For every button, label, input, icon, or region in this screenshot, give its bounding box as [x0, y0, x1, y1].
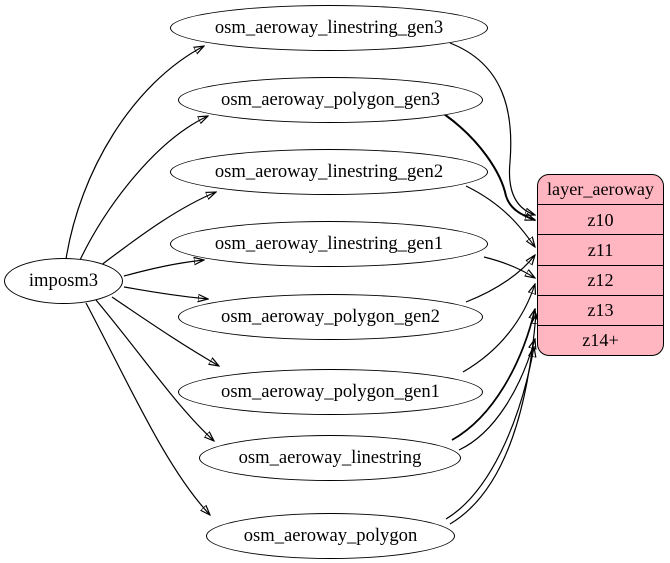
node-osm-aeroway-linestring-gen3: osm_aeroway_linestring_gen3 [170, 5, 488, 51]
edge-linestring-gen1-to-z12 [483, 256, 535, 278]
table-node-label: osm_aeroway_polygon_gen3 [221, 88, 440, 110]
node-osm-aeroway-linestring: osm_aeroway_linestring [199, 435, 461, 481]
edge-polygon-gen2-to-z11 [465, 255, 535, 303]
table-node-label: osm_aeroway_linestring [238, 446, 422, 468]
zoom-row-z14: z14+ [538, 324, 663, 355]
zoom-row-z11: z11 [538, 234, 663, 264]
layer-aeroway-title: layer_aeroway [546, 179, 655, 200]
node-layer-aeroway: layer_aeroway z10 z11 z12 z13 z14+ [537, 174, 664, 356]
edge-imposm3-to-polygon [85, 302, 210, 515]
table-node-label: osm_aeroway_linestring_gen3 [214, 16, 444, 38]
node-osm-aeroway-polygon-gen2: osm_aeroway_polygon_gen2 [178, 294, 483, 340]
zoom-row-z13: z13 [538, 294, 663, 325]
table-node-label: osm_aeroway_polygon [243, 524, 418, 546]
edge-imposm3-to-linestring-gen3 [65, 46, 204, 260]
edge-imposm3-to-linestring [95, 299, 214, 441]
table-node-label: osm_aeroway_polygon_gen1 [221, 380, 440, 402]
edge-linestring-gen2-to-z11 [465, 185, 535, 247]
node-osm-aeroway-polygon-gen1: osm_aeroway_polygon_gen1 [178, 369, 483, 415]
zoom-row-z10: z10 [538, 204, 663, 234]
zoom-row-z12: z12 [538, 264, 663, 295]
edge-polygon-gen1-to-z12 [462, 284, 535, 373]
node-imposm3: imposm3 [4, 258, 123, 304]
node-osm-aeroway-polygon: osm_aeroway_polygon [206, 513, 455, 559]
node-osm-aeroway-polygon-gen3: osm_aeroway_polygon_gen3 [178, 77, 483, 123]
edge-polygon-gen3-to-z10 [443, 113, 535, 221]
node-osm-aeroway-linestring-gen2: osm_aeroway_linestring_gen2 [170, 149, 488, 195]
edge-imposm3-to-polygon-gen3 [79, 116, 208, 261]
node-osm-aeroway-linestring-gen1: osm_aeroway_linestring_gen1 [170, 221, 488, 267]
edge-linestring-gen3-to-z10 [449, 42, 535, 215]
edge-imposm3-to-polygon-gen2 [123, 286, 208, 299]
table-node-label: osm_aeroway_polygon_gen2 [221, 305, 440, 327]
table-node-label: osm_aeroway_linestring_gen2 [214, 160, 444, 182]
edge-imposm3-to-polygon-gen1 [111, 296, 219, 366]
edge-imposm3-to-linestring-gen1 [123, 260, 204, 277]
table-node-label: osm_aeroway_linestring_gen1 [214, 232, 444, 254]
node-imposm3-label: imposm3 [28, 269, 99, 291]
edge-imposm3-to-linestring-gen2 [99, 192, 216, 267]
edge-polygon-to-z14 [445, 347, 534, 520]
edge-linestring-to-z13 [451, 309, 535, 441]
